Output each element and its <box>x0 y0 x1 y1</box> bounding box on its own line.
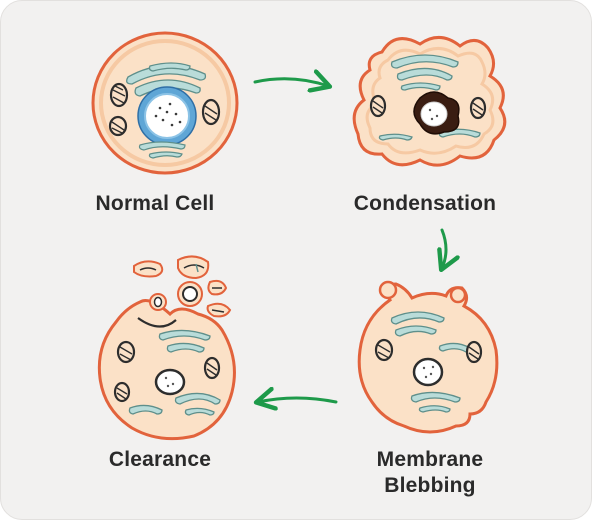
mitochondrion <box>113 340 221 403</box>
arrow-condensation-to-blebbing <box>442 228 446 268</box>
mitochondrion <box>369 94 487 120</box>
arrow-normal-to-condensation <box>253 79 328 86</box>
golgi-apparatus <box>126 62 207 97</box>
label-membrane-blebbing: Membrane Blebbing <box>335 447 525 499</box>
label-condensation: Condensation <box>353 192 497 215</box>
apoptotic-bodies <box>133 255 232 318</box>
mitochondrion <box>108 82 221 137</box>
label-membrane-blebbing-line1: Membrane <box>376 448 484 471</box>
label-clearance: Clearance <box>108 448 212 471</box>
label-normal-cell: Normal Cell <box>95 192 215 215</box>
nucleus <box>412 357 444 387</box>
nucleus <box>137 86 197 146</box>
mitochondrion <box>374 338 483 364</box>
arrow-blebbing-to-clearance <box>258 398 338 402</box>
condensed-nucleus <box>413 91 460 135</box>
clearance-cell <box>97 255 236 441</box>
normal-cell <box>91 31 239 175</box>
label-membrane-blebbing-line2: Blebbing <box>384 474 476 497</box>
condensation-cell <box>352 36 507 167</box>
nucleus <box>154 368 186 396</box>
blebbing-cell <box>357 280 499 434</box>
